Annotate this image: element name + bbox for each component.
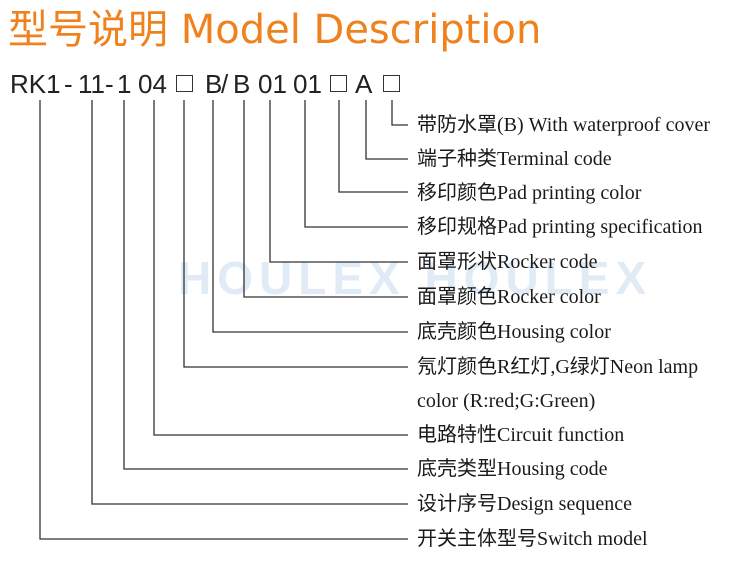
neon-lamp-placeholder-box xyxy=(176,75,193,92)
code-dash: - xyxy=(105,69,114,99)
label-rocker-code: 面罩形状Rocker code xyxy=(417,251,598,273)
connector-rocker-color xyxy=(243,100,408,298)
connector-housing-code xyxy=(123,100,408,470)
code-slash: / xyxy=(221,69,229,99)
code-circuit-function: 04 xyxy=(138,69,167,99)
label-circuit-function: 电路特性Circuit function xyxy=(417,424,625,446)
code-pad-printing-spec: 01 xyxy=(258,69,287,99)
connector-rocker-code xyxy=(269,100,408,263)
label-waterproof-cover: 带防水罩(B) With waterproof cover xyxy=(417,114,710,136)
label-neon-lamp-color-2: color (R:red;G:Green) xyxy=(417,390,596,412)
label-housing-color: 底壳颜色Housing color xyxy=(417,321,611,343)
code-housing-color: B xyxy=(205,69,223,99)
label-design-sequence: 设计序号Design sequence xyxy=(417,493,632,515)
connector-design-seq xyxy=(91,100,408,505)
label-pad-printing-spec: 移印规格Pad printing specification xyxy=(417,216,703,238)
connector-waterproof xyxy=(391,100,408,126)
connector-terminal xyxy=(365,100,408,160)
code-switch-model: 11 xyxy=(78,69,105,99)
label-housing-code: 底壳类型Housing code xyxy=(417,458,608,480)
pad-color-placeholder-box xyxy=(330,75,347,92)
code-dash: - xyxy=(64,69,73,99)
connector-pad-color xyxy=(338,100,408,193)
connector-neon-lamp xyxy=(183,100,408,368)
connector-pad-spec xyxy=(304,100,408,228)
code-terminal: A xyxy=(355,69,373,99)
label-switch-model: 开关主体型号Switch model xyxy=(417,528,648,550)
label-rocker-color: 面罩颜色Rocker color xyxy=(417,286,601,308)
code-rk1: RK1 xyxy=(10,69,61,99)
code-pad-printing-color: 01 xyxy=(293,69,322,99)
watermark: HOULEX HOULEX xyxy=(178,252,653,304)
connector-circuit xyxy=(153,100,408,436)
label-terminal-code: 端子种类Terminal code xyxy=(417,148,612,170)
waterproof-placeholder-box xyxy=(383,75,400,92)
page-title: 型号说明 Model Description xyxy=(8,7,542,53)
label-neon-lamp-color: 氖灯颜色R红灯,G绿灯Neon lamp xyxy=(417,356,699,378)
label-pad-printing-color: 移印颜色Pad printing color xyxy=(417,182,642,204)
connector-switch-model xyxy=(39,100,408,540)
code-rocker-color: B xyxy=(233,69,251,99)
connector-housing-color xyxy=(212,100,408,333)
code-design-sequence: 1 xyxy=(117,69,132,99)
